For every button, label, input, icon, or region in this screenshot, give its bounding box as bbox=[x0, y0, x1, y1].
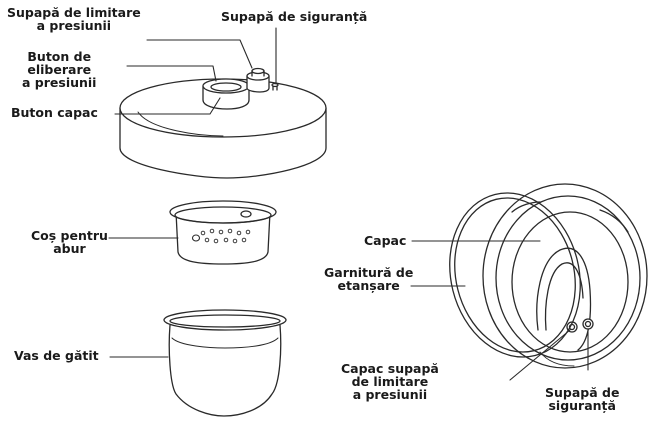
label-pressure-valve-cap: Capac supapă de limitare a presiunii bbox=[341, 362, 439, 401]
label-line: Supapă de bbox=[545, 385, 620, 400]
label-line: siguranță bbox=[548, 398, 616, 413]
label-lid-button: Buton capac bbox=[11, 105, 98, 120]
label-line: Buton de bbox=[27, 49, 92, 64]
label-line: Garnitură de bbox=[324, 265, 414, 280]
label-line: Coș pentru bbox=[31, 228, 108, 243]
label-line: eliberare bbox=[27, 62, 92, 77]
label-line: de limitare bbox=[351, 374, 429, 389]
label-steam-basket: Coș pentru abur bbox=[31, 229, 108, 255]
top-lid-illustration bbox=[119, 67, 327, 179]
label-line: abur bbox=[53, 241, 86, 256]
label-line: etanșare bbox=[337, 278, 400, 293]
sealing-gasket-illustration bbox=[449, 192, 581, 358]
label-safety-valve-bottom: Supapă de siguranță bbox=[545, 386, 619, 412]
steam-basket-illustration bbox=[169, 200, 277, 265]
label-line: Capac supapă bbox=[341, 361, 439, 376]
label-lid: Capac bbox=[364, 233, 407, 248]
cooking-pot-illustration bbox=[163, 309, 287, 417]
label-safety-valve-top: Supapă de siguranță bbox=[221, 9, 368, 24]
label-line: a presiunii bbox=[22, 75, 97, 90]
label-sealing-gasket: Garnitură de etanșare bbox=[324, 266, 413, 292]
label-line: a presiunii bbox=[352, 387, 428, 402]
label-line: Supapă de limitare bbox=[7, 5, 141, 20]
leader-lines bbox=[108, 27, 589, 381]
label-cooking-pot: Vas de gătit bbox=[14, 348, 99, 363]
inner-lid-illustration bbox=[482, 183, 648, 369]
label-pressure-release-button: Buton de eliberare a presiunii bbox=[22, 50, 96, 89]
label-line: a presiunii bbox=[36, 18, 112, 33]
label-pressure-limit-valve: Supapă de limitare a presiunii bbox=[7, 6, 141, 32]
